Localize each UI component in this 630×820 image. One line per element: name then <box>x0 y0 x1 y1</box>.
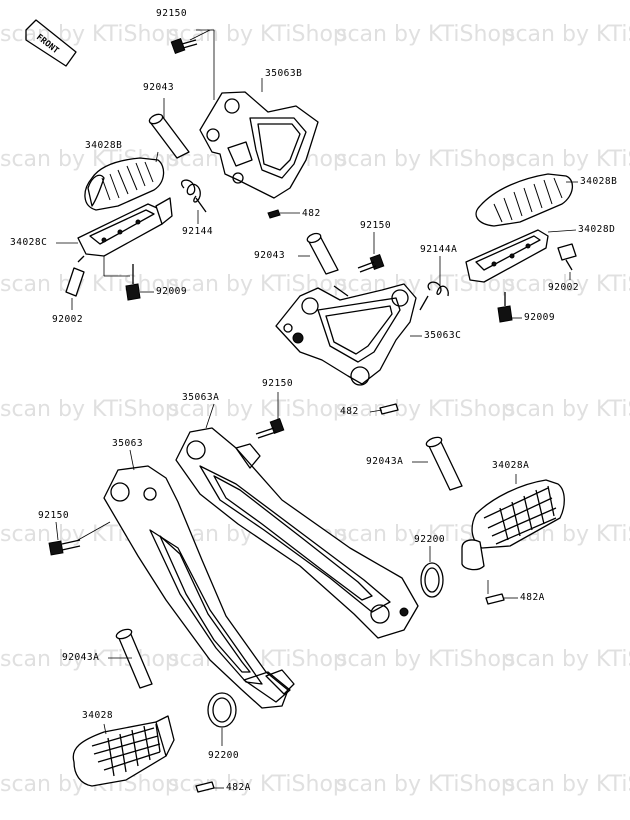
watermark: scan by KTiShop <box>504 772 630 797</box>
part-label: 92009 <box>156 286 188 297</box>
watermark: scan by KTiShop <box>168 22 347 47</box>
part-label: 92150 <box>262 378 294 389</box>
part-label: 35063 <box>112 438 144 449</box>
watermark: scan by KTiShop <box>336 147 515 172</box>
footrest-peg-34028C <box>77 197 173 257</box>
watermark: scan by KTiShop <box>504 397 630 422</box>
part-label: 34028D <box>578 224 616 235</box>
part-label: 482 <box>340 406 359 417</box>
bolt-92150-low <box>255 418 285 439</box>
part-label: 92144 <box>182 226 214 237</box>
part-label: 92144A <box>420 244 458 255</box>
bolt-92150-top <box>170 38 198 54</box>
watermark: scan by KTiShop <box>504 147 630 172</box>
part-label: 92043A <box>62 652 100 663</box>
part-label: 34028 <box>82 710 114 721</box>
watermark: scan by KTiShop <box>0 397 179 422</box>
watermark: scan by KTiShop <box>0 647 179 672</box>
part-label: 35063B <box>265 68 303 79</box>
part-label: 92043 <box>254 250 286 261</box>
pin-92043-mid <box>306 232 339 275</box>
leader-lines <box>55 29 578 789</box>
nut-92009-right <box>497 292 513 323</box>
watermark: scan by KTiShop <box>168 772 347 797</box>
footrest-34028A <box>461 479 565 571</box>
watermark: scan by KTiShop <box>336 772 515 797</box>
bolt-92002-right <box>557 243 577 271</box>
front-arrow-icon: FRONT <box>25 19 77 67</box>
nut-92009-left <box>125 264 141 301</box>
washer-92200-left <box>207 692 237 728</box>
bracket-35063 <box>103 465 295 709</box>
part-label: 92002 <box>548 282 580 293</box>
watermark: scan by KTiShop <box>504 272 630 297</box>
part-label: 34028A <box>492 460 530 471</box>
bracket-35063C <box>275 283 417 386</box>
watermark: scan by KTiShop <box>168 397 347 422</box>
bracket-35063B <box>199 91 319 199</box>
footrest-rubber-34028B-right <box>475 173 573 227</box>
part-label: 92002 <box>52 314 84 325</box>
clip-482-mid <box>379 403 399 415</box>
part-label: 92200 <box>208 750 240 761</box>
part-label: 92150 <box>360 220 392 231</box>
clip-482A-right <box>485 593 505 605</box>
part-label: 34028B <box>85 140 123 151</box>
part-label: 35063A <box>182 392 220 403</box>
watermark: scan by KTiShop <box>336 22 515 47</box>
part-label: 92150 <box>156 8 188 19</box>
watermark: scan by KTiShop <box>504 647 630 672</box>
part-label: 482A <box>226 782 251 793</box>
clip-482-top <box>267 209 281 219</box>
part-label: 92009 <box>524 312 556 323</box>
footrest-34028 <box>72 715 175 787</box>
watermark: scan by KTiShop <box>336 397 515 422</box>
watermark: scan by KTiShop <box>0 272 179 297</box>
part-label: 92043 <box>143 82 175 93</box>
watermark: scan by KTiShop <box>336 647 515 672</box>
bolt-92150-mid <box>357 254 385 273</box>
part-label: 34028B <box>580 176 618 187</box>
bolt-92002-left <box>65 255 85 297</box>
spring-92144 <box>180 179 207 213</box>
watermark: scan by KTiShop <box>504 22 630 47</box>
washer-92200-right <box>420 562 444 598</box>
footrest-peg-34028D <box>465 229 549 283</box>
part-label: 34028C <box>10 237 48 248</box>
pin-92043A-left <box>115 628 153 689</box>
spring-92144A <box>419 281 449 311</box>
bracket-35063A <box>175 427 419 639</box>
pin-92043-top <box>148 113 190 159</box>
footrest-rubber-34028B-left <box>84 157 165 211</box>
clip-482A-left <box>195 781 215 793</box>
part-label: 92043A <box>366 456 404 467</box>
part-label: 92150 <box>38 510 70 521</box>
part-label: 35063C <box>424 330 462 341</box>
part-label: 482 <box>302 208 321 219</box>
part-label: 92200 <box>414 534 446 545</box>
part-label: 482A <box>520 592 545 603</box>
pin-92043A-right <box>425 436 463 491</box>
bolt-92150-left <box>48 539 81 556</box>
